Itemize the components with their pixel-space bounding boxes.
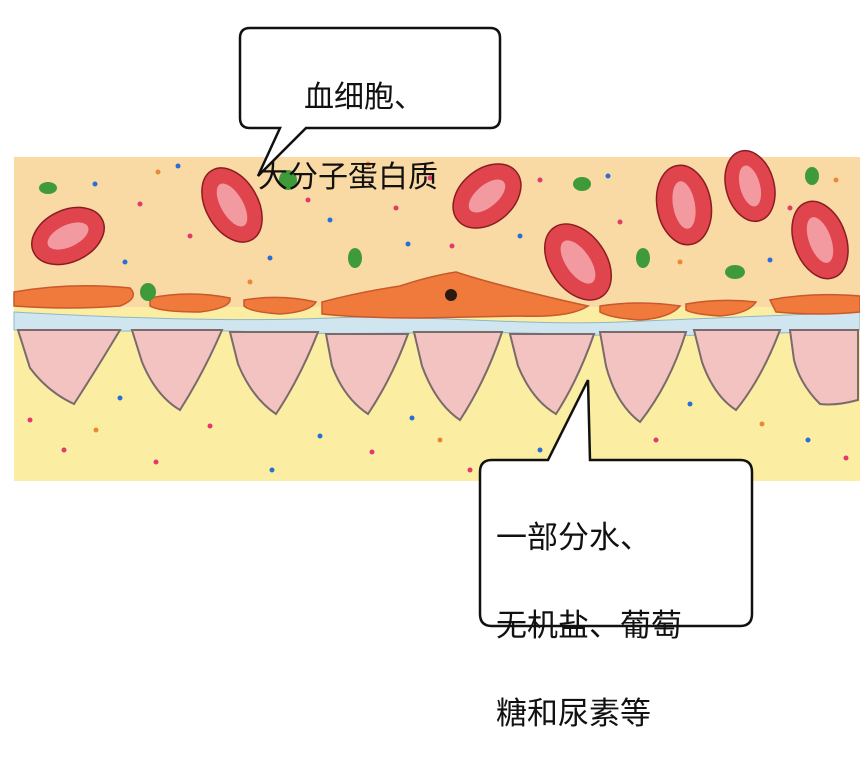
epithelial-cell — [228, 331, 320, 416]
red-blood-cell — [791, 200, 849, 280]
bottom-callout-line-2: 无机盐、葡萄 — [496, 608, 682, 644]
epithelial-cell — [130, 329, 224, 412]
bottom-callout-bubble — [478, 379, 754, 628]
red-blood-cell — [452, 163, 522, 229]
red-blood-cell — [201, 167, 263, 243]
red-blood-cell — [31, 206, 105, 266]
red-blood-cell — [543, 223, 613, 301]
endothelial-nucleus — [445, 289, 457, 301]
epithelial-cell — [598, 331, 688, 424]
epithelial-cell — [508, 333, 596, 416]
epithelial-cell — [324, 333, 410, 416]
bottom-callout-text: 一部分水、 无机盐、葡萄 糖和尿素等 — [496, 472, 746, 780]
top-callout-bubble — [238, 26, 502, 177]
red-blood-cell — [655, 164, 713, 246]
filtration-diagram — [13, 26, 860, 628]
red-blood-cell — [724, 149, 776, 223]
top-callout-line-1: 血细胞、 — [304, 80, 424, 115]
bottom-callout-line-3: 糖和尿素等 — [496, 696, 651, 732]
epithelial-cell — [788, 329, 859, 406]
epithelial-cells — [16, 329, 859, 424]
top-callout-line-2: 大分子蛋白质 — [258, 160, 438, 195]
epithelial-cell — [16, 329, 122, 406]
top-callout-text: 血细胞、 大分子蛋白质 — [258, 38, 498, 238]
protein-particles — [39, 167, 819, 301]
epithelial-cell — [412, 331, 504, 422]
epithelial-cell — [692, 329, 782, 412]
red-blood-cells — [31, 149, 849, 301]
bottom-callout-line-1: 一部分水、 — [496, 520, 651, 556]
